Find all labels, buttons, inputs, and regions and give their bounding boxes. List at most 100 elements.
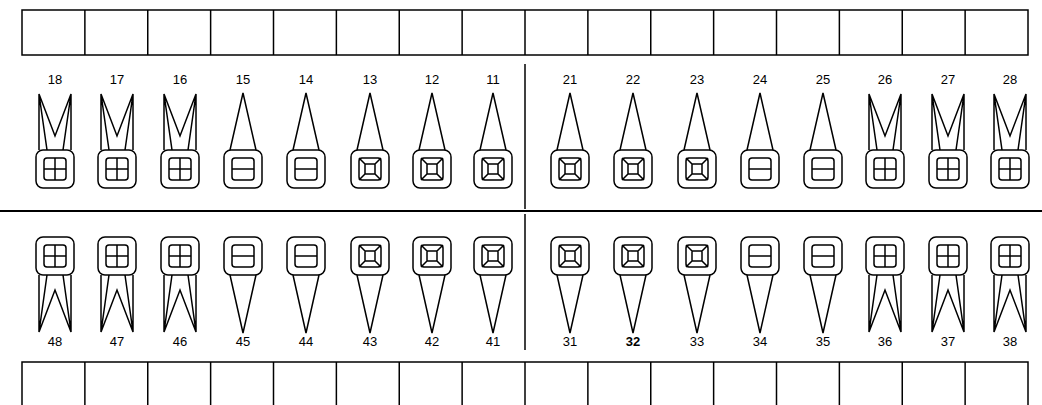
- tooth-number: 27: [941, 72, 955, 88]
- crown: [224, 237, 262, 275]
- tooth: [804, 237, 842, 333]
- crown: [678, 237, 716, 275]
- occlusal-surface: [937, 245, 959, 267]
- tooth: [741, 237, 779, 333]
- crown: [551, 150, 589, 188]
- tooth: [161, 237, 199, 332]
- tooth-number: 26: [878, 72, 892, 88]
- occlusal-surface: [44, 245, 66, 267]
- crown: [351, 150, 389, 188]
- crown: [804, 237, 842, 275]
- tooth-root: [620, 275, 646, 333]
- tooth-root: [480, 93, 506, 150]
- surface-line: [749, 168, 771, 170]
- tooth: [98, 237, 136, 332]
- teeth: [36, 93, 1029, 333]
- tooth: [351, 93, 389, 188]
- occlusal-surface: [295, 158, 317, 180]
- surface-line: [812, 168, 834, 170]
- cell-divider: [210, 362, 212, 405]
- crown: [741, 237, 779, 275]
- crown: [866, 237, 904, 275]
- tooth: [287, 237, 325, 333]
- tooth-root: [293, 93, 319, 150]
- tooth-root: [684, 275, 710, 333]
- tooth-number: 22: [626, 72, 640, 88]
- molar-root: [932, 94, 964, 150]
- occlusal-surface: [559, 245, 581, 267]
- tooth-number: 14: [299, 72, 313, 88]
- cell-divider: [776, 362, 778, 405]
- cell-divider: [902, 10, 904, 55]
- surface-line: [947, 158, 949, 180]
- tooth: [474, 93, 512, 188]
- crown: [351, 237, 389, 275]
- surface-line: [812, 255, 834, 257]
- tooth-number: 13: [363, 72, 377, 88]
- surface-line: [54, 158, 56, 180]
- crown: [98, 150, 136, 188]
- occlusal-surface: [359, 245, 381, 267]
- tooth: [551, 237, 589, 333]
- crown: [929, 237, 967, 275]
- molar-root: [994, 94, 1026, 150]
- tooth-number: 28: [1003, 72, 1017, 88]
- occlusal-surface: [812, 245, 834, 267]
- tooth-number: 31: [563, 334, 577, 350]
- occlusal-surface: [937, 158, 959, 180]
- tooth-number: 23: [690, 72, 704, 88]
- tooth-root: [230, 93, 256, 150]
- incisal-edge: [622, 158, 644, 180]
- tooth-number: 12: [425, 72, 439, 88]
- crown: [804, 150, 842, 188]
- molar-root: [39, 275, 71, 332]
- tooth-number: 44: [299, 334, 313, 350]
- occlusal-surface: [999, 158, 1021, 180]
- tooth-root: [230, 275, 256, 333]
- occlusal-surface: [44, 158, 66, 180]
- incisal-edge: [482, 158, 504, 180]
- cell-divider: [147, 10, 149, 55]
- occlusal-surface: [749, 245, 771, 267]
- tooth-number: 25: [816, 72, 830, 88]
- occlusal-surface: [686, 245, 708, 267]
- cell-divider: [964, 362, 966, 405]
- surface-line: [295, 255, 317, 257]
- crown: [991, 237, 1029, 275]
- incisal-edge: [686, 245, 708, 267]
- tooth: [36, 94, 74, 188]
- cell-divider: [399, 362, 401, 405]
- tooth-number: 34: [753, 334, 767, 350]
- tooth-root: [620, 93, 646, 150]
- crown: [678, 150, 716, 188]
- tooth-root: [557, 275, 583, 333]
- tooth: [866, 94, 904, 188]
- occlusal-surface: [874, 158, 896, 180]
- occlusal-surface: [421, 245, 443, 267]
- occlusal-surface: [874, 245, 896, 267]
- molar-root: [101, 275, 133, 332]
- tooth: [991, 237, 1029, 332]
- cell-divider: [336, 10, 338, 55]
- tooth: [614, 93, 652, 188]
- molar-root: [994, 275, 1026, 332]
- tooth-number: 42: [425, 334, 439, 350]
- molar-root: [39, 94, 71, 150]
- tooth-root: [419, 93, 445, 150]
- tooth-number: 43: [363, 334, 377, 350]
- tooth-number: 32: [626, 334, 640, 350]
- cell-divider: [273, 362, 275, 405]
- cell-divider: [399, 10, 401, 55]
- occlusal-surface: [359, 158, 381, 180]
- crown: [287, 237, 325, 275]
- tooth-number: 48: [48, 334, 62, 350]
- incisal-edge: [359, 245, 381, 267]
- tooth: [161, 94, 199, 188]
- cell-divider: [210, 10, 212, 55]
- tooth-number: 17: [110, 72, 124, 88]
- crown: [413, 150, 451, 188]
- tooth-root: [557, 93, 583, 150]
- cell-divider: [524, 10, 526, 55]
- surface-line: [179, 158, 181, 180]
- surface-line: [54, 245, 56, 267]
